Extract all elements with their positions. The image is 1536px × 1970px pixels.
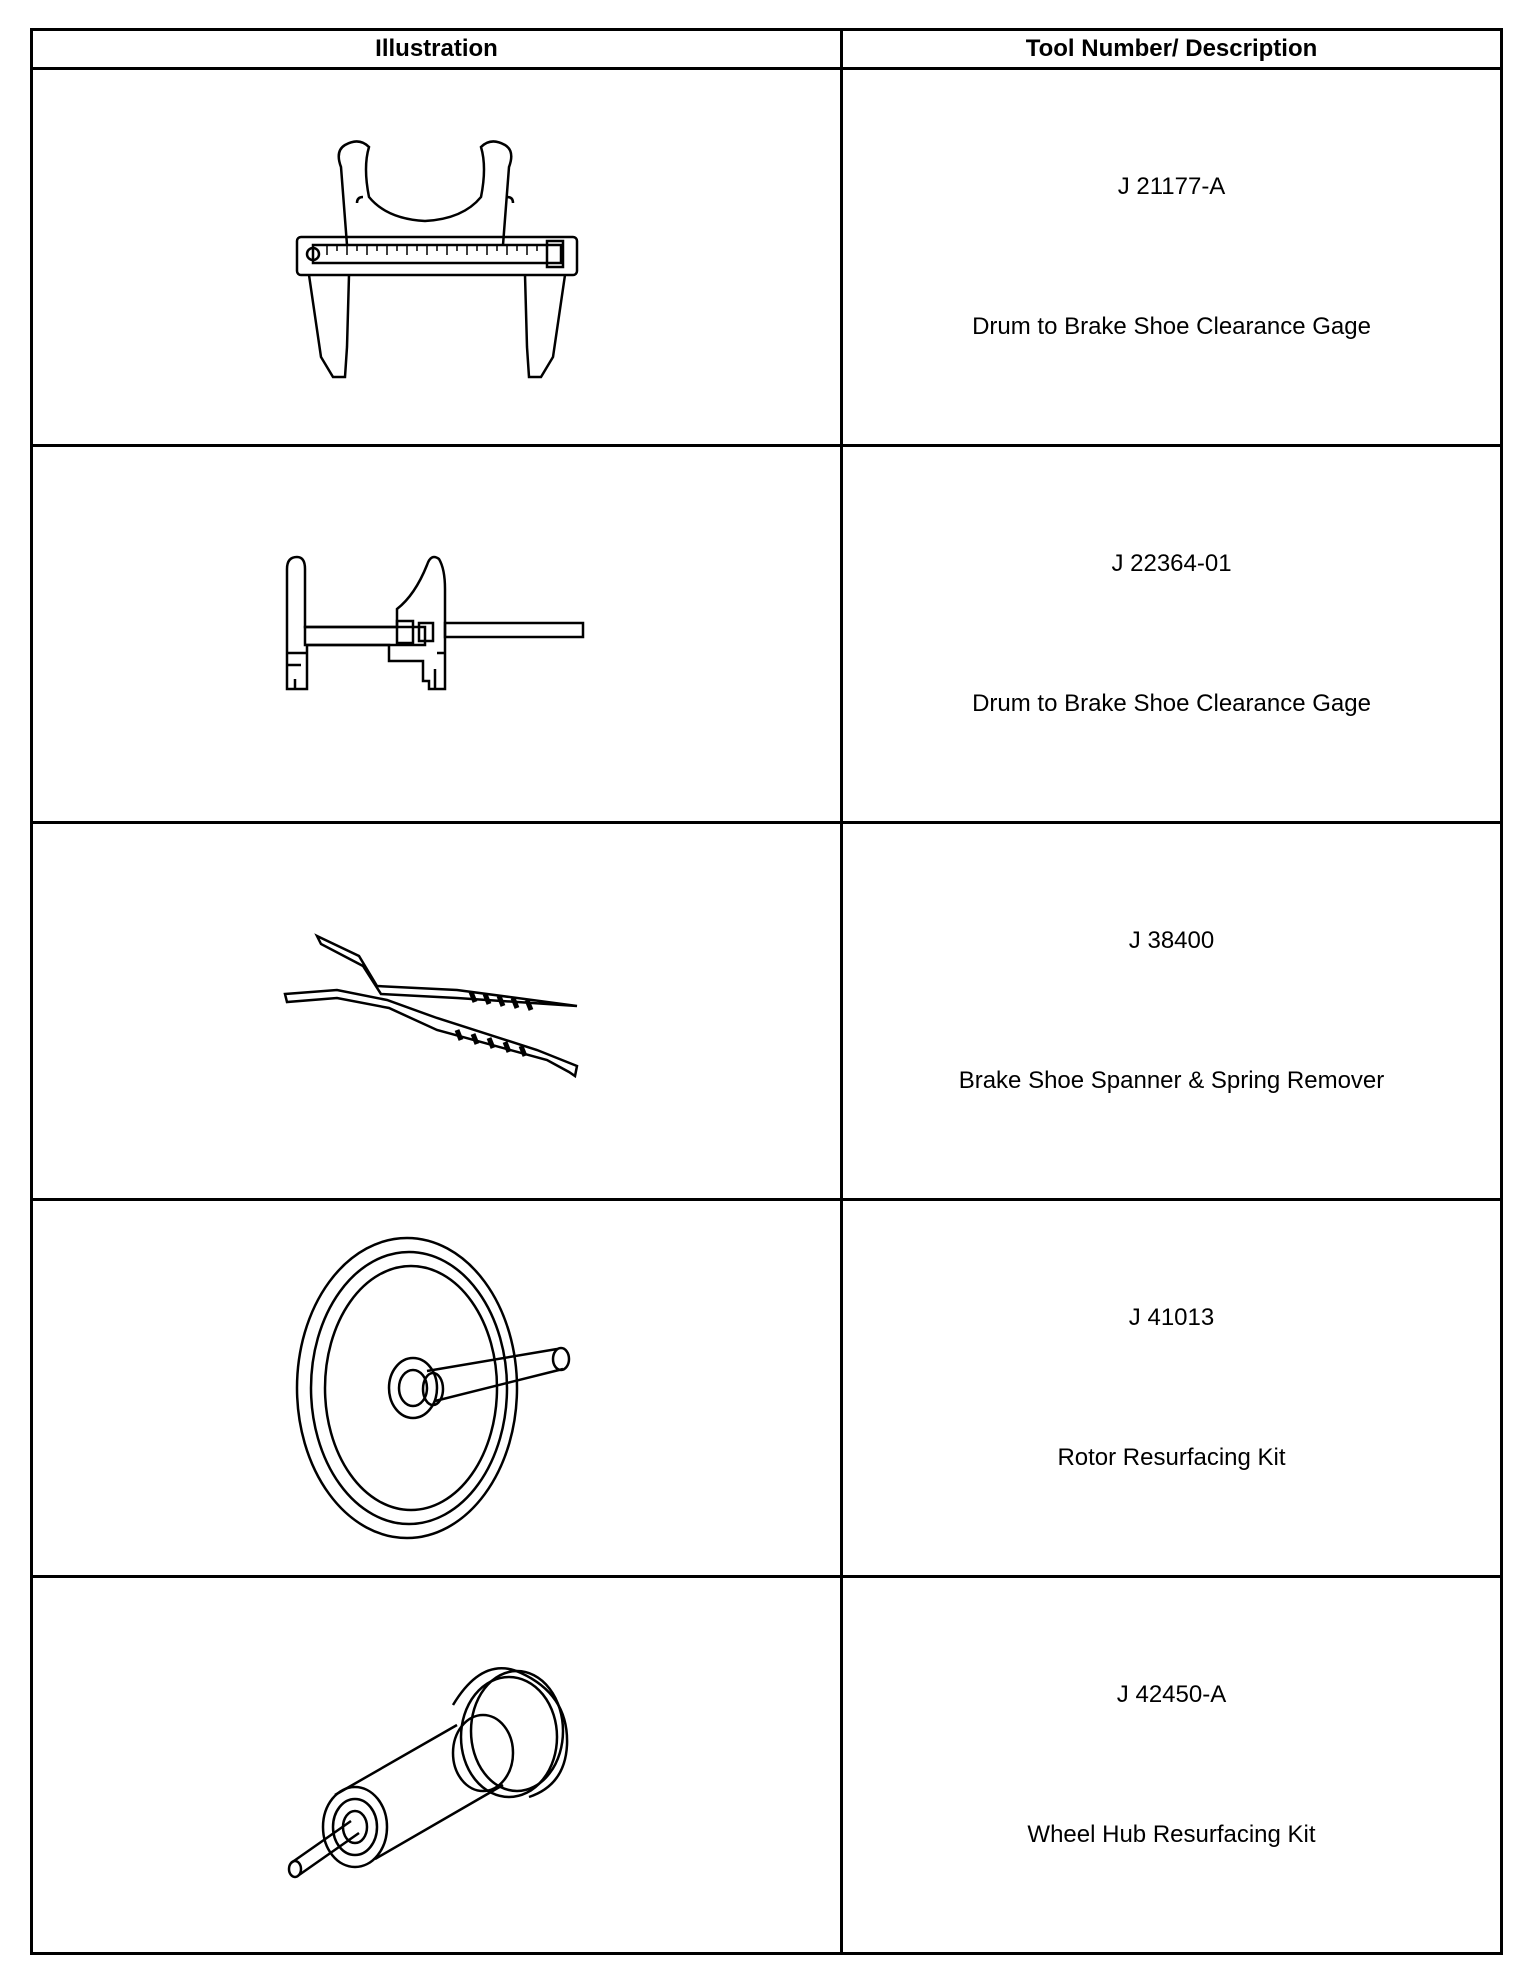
spanner-spring-remover-icon (282, 933, 578, 1079)
table-row: J 21177-A Drum to Brake Shoe Clearance G… (30, 67, 1503, 447)
rotor-resurfacing-kit-icon (295, 1236, 570, 1540)
table-row: J 38400 Brake Shoe Spanner & Spring Remo… (30, 821, 1503, 1201)
tool-number: J 42450-A (1116, 1681, 1227, 1708)
clearance-gage-icon (295, 140, 578, 379)
tool-number: J 38400 (1128, 927, 1215, 954)
tool-cell: J 22364-01 Drum to Brake Shoe Clearance … (840, 444, 1503, 824)
tool-cell: J 42450-A Wheel Hub Resurfacing Kit (840, 1575, 1503, 1955)
illustration-header: Illustration (30, 28, 843, 70)
tool-description: Rotor Resurfacing Kit (1057, 1444, 1286, 1471)
tool-number: J 41013 (1128, 1304, 1215, 1331)
table-row: J 41013 Rotor Resurfacing Kit (30, 1198, 1503, 1578)
tool-description: Drum to Brake Shoe Clearance Gage (972, 690, 1371, 717)
clearance-gage-icon (285, 555, 584, 691)
tool-cell: J 41013 Rotor Resurfacing Kit (840, 1198, 1503, 1578)
illustration-cell (30, 1198, 843, 1578)
illustration-cell (30, 444, 843, 824)
tool-header: Tool Number/ Description (840, 28, 1503, 70)
table-row: J 42450-A Wheel Hub Resurfacing Kit (30, 1575, 1503, 1955)
tool-number: J 21177-A (1117, 173, 1226, 200)
illustration-cell (30, 821, 843, 1201)
illustration-cell (30, 67, 843, 447)
tool-description: Brake Shoe Spanner & Spring Remover (958, 1067, 1385, 1094)
illustration-cell (30, 1575, 843, 1955)
tool-number: J 22364-01 (1111, 550, 1232, 577)
header-row: Illustration Tool Number/ Description (30, 28, 1503, 70)
tool-description: Drum to Brake Shoe Clearance Gage (972, 313, 1371, 340)
wheel-hub-resurfacing-kit-icon (287, 1667, 568, 1879)
tool-cell: J 38400 Brake Shoe Spanner & Spring Remo… (840, 821, 1503, 1201)
tool-cell: J 21177-A Drum to Brake Shoe Clearance G… (840, 67, 1503, 447)
tool-description: Wheel Hub Resurfacing Kit (1027, 1821, 1316, 1848)
table-row: J 22364-01 Drum to Brake Shoe Clearance … (30, 444, 1503, 824)
tool-table: Illustration Tool Number/ Description (30, 28, 1503, 1955)
